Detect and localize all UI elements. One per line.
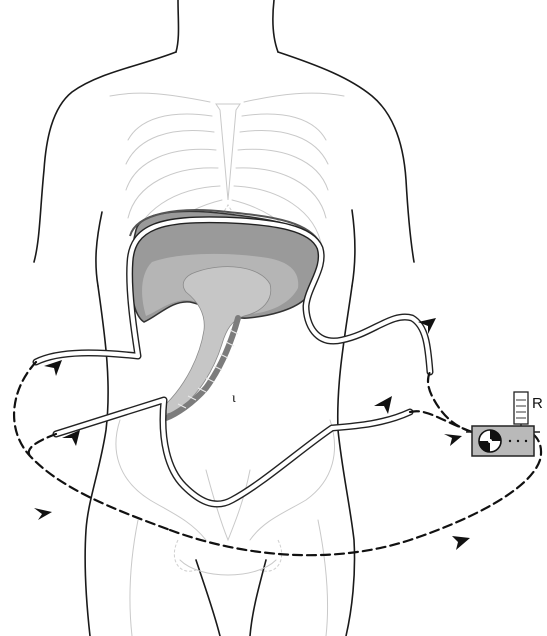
left-flank <box>85 286 108 636</box>
flow-arrow-bottom-right <box>452 536 470 550</box>
femur-left <box>130 520 138 636</box>
rib-r2 <box>240 130 328 164</box>
neck-right <box>273 0 278 52</box>
femur-right <box>318 520 328 636</box>
roller-pump-icon <box>479 430 501 452</box>
flow-arrow-right-mid <box>374 396 392 414</box>
external-circuit <box>14 362 541 555</box>
abdominal-organs <box>130 210 319 418</box>
circuit-left-arc <box>14 362 170 530</box>
catheter-lower-loop-inner <box>56 400 410 504</box>
rib-r4 <box>236 168 326 218</box>
rib-l1 <box>128 114 212 140</box>
neck-left <box>176 0 179 52</box>
rib-l2 <box>126 130 214 164</box>
fluid-reservoir-icon <box>514 392 528 426</box>
clavicle-right <box>244 93 344 102</box>
rib-l3 <box>126 149 216 190</box>
clavicle-left <box>110 93 210 102</box>
flow-arrow-pump-inlet <box>444 434 462 446</box>
reservoir-label: R <box>532 395 543 412</box>
obturator-right <box>260 540 282 571</box>
circuit-left-lower <box>29 434 56 456</box>
navel-marker: ι <box>232 391 236 406</box>
left-arm-inner <box>96 212 102 286</box>
rib-r1 <box>242 114 326 140</box>
groin-right <box>250 560 266 636</box>
pump-unit: R <box>466 392 543 456</box>
flow-arrow-bottom-left <box>34 508 52 520</box>
circuit-lower-return <box>410 411 472 432</box>
flow-arrow-left-upper <box>44 360 62 376</box>
obturator-left <box>174 540 196 571</box>
rib-r3 <box>238 149 328 190</box>
right-arm-inner <box>352 210 355 286</box>
pubis <box>180 560 276 575</box>
